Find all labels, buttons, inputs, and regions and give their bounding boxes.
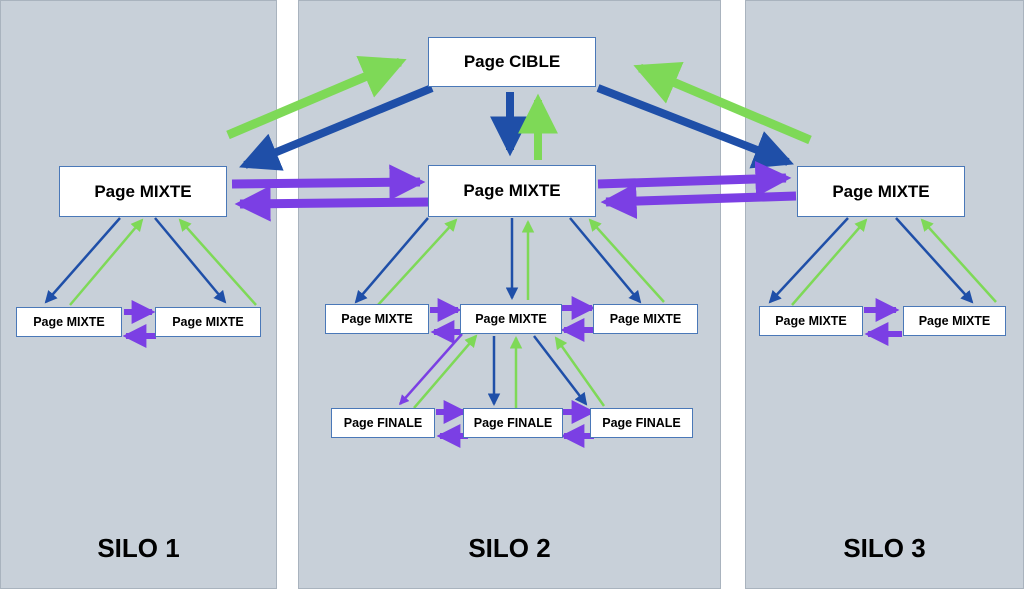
silo-3-panel: SILO 3 (745, 0, 1024, 589)
arrow-s2-center-to-final-right (533, 335, 588, 406)
node-s2-center: Page MIXTE (460, 304, 562, 334)
arrow-mid-center-to-mid-right (597, 160, 792, 197)
node-final-left: Page FINALE (331, 408, 435, 438)
node-s1-left: Page MIXTE (16, 307, 122, 337)
node-s2-right: Page MIXTE (593, 304, 698, 334)
arrow-s3-mid-to-right (895, 217, 974, 304)
arrow-s1-left-to-mid (69, 218, 144, 306)
arrow-final-left-to-s2-center (413, 334, 478, 409)
arrow-mid-left-to-mid-center (231, 164, 426, 201)
arrow-mid-right-to-target (633, 62, 812, 145)
node-s3-left: Page MIXTE (759, 306, 863, 336)
arrow-s2-mid-to-right (569, 217, 642, 304)
arrow-s2-mid-to-left (354, 217, 429, 304)
arrow-s2-center-to-final-left (399, 333, 463, 406)
arrow-s2-right-to-mid (588, 218, 665, 303)
arrow-s2-left-to-mid (377, 218, 458, 306)
node-s2-left: Page MIXTE (325, 304, 429, 334)
node-s1-right: Page MIXTE (155, 307, 261, 337)
node-mid-left: Page MIXTE (59, 166, 227, 217)
arrow-s1-mid-to-right (154, 217, 227, 304)
arrow-mid-left-to-target (226, 56, 407, 140)
node-mid-center: Page MIXTE (428, 165, 596, 217)
node-final-right: Page FINALE (590, 408, 693, 438)
silo-1-label: SILO 1 (97, 533, 180, 563)
node-mid-right: Page MIXTE (797, 166, 965, 217)
arrow-mid-right-to-mid-center (600, 183, 797, 220)
arrow-s3-mid-to-left (768, 217, 849, 304)
node-target-page: Page CIBLE (428, 37, 596, 87)
arrow-target-to-mid-right (596, 84, 794, 169)
arrow-mid-center-to-mid-left (234, 185, 431, 222)
node-s3-right: Page MIXTE (903, 306, 1006, 336)
arrow-target-to-mid-left (239, 84, 434, 171)
arrow-s3-left-to-mid (791, 218, 868, 306)
arrow-s1-mid-to-left (44, 217, 121, 304)
silo-2-label: SILO 2 (468, 533, 551, 563)
silo-3-label: SILO 3 (843, 533, 926, 563)
arrow-s3-right-to-mid (920, 218, 997, 303)
arrow-final-right-to-s2-center (554, 336, 606, 407)
arrow-s1-right-to-mid (178, 218, 257, 306)
node-final-center: Page FINALE (463, 408, 563, 438)
